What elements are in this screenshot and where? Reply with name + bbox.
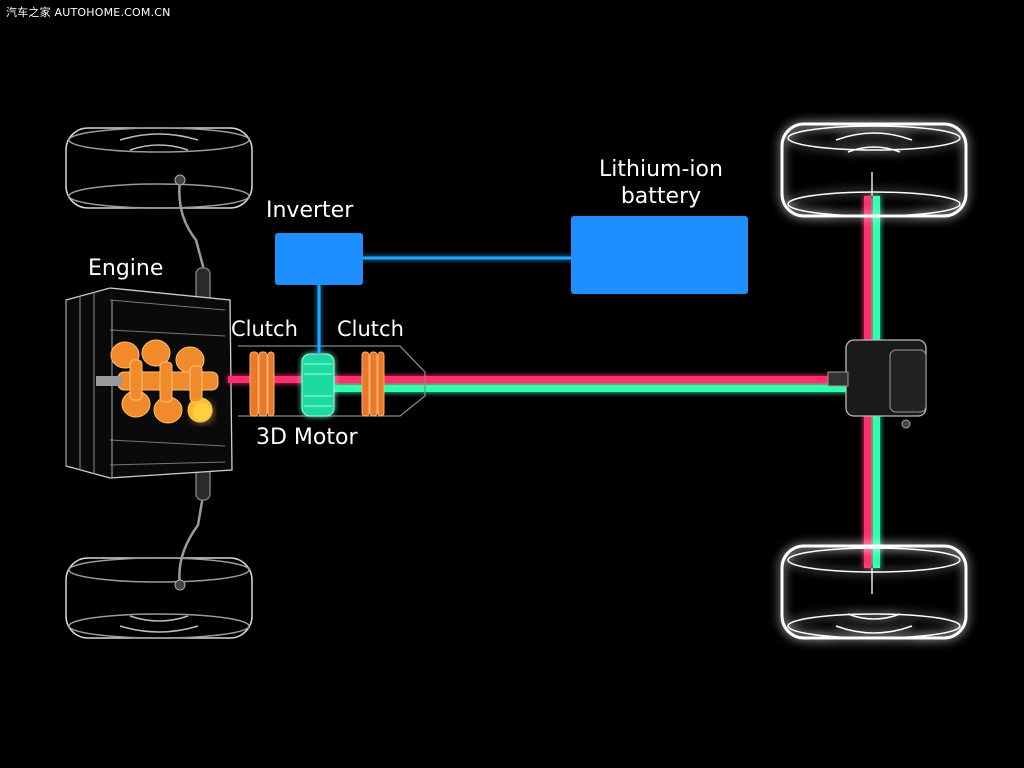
watermark-site-url: AUTOHOME.COM.CN — [54, 6, 171, 19]
differential-icon — [827, 339, 927, 429]
drive-shaft — [228, 376, 856, 392]
watermark-site-name: 汽车之家 — [6, 6, 51, 19]
inverter-block — [275, 233, 363, 285]
wheel-icon — [65, 557, 253, 639]
clutch-front — [249, 351, 275, 417]
wheel-rear-left — [65, 557, 253, 639]
wheel-icon — [65, 127, 253, 209]
electric-motor-icon — [301, 353, 335, 417]
clutch-front-label: Clutch — [231, 317, 298, 341]
battery-block — [571, 216, 748, 294]
steering-link-left-bottom — [178, 489, 206, 586]
clutch-disc-icon — [249, 351, 275, 417]
site-watermark: 汽车之家 AUTOHOME.COM.CN — [6, 4, 171, 20]
clutch-rear-label: Clutch — [337, 317, 404, 341]
electric-wiring — [317, 256, 572, 354]
inverter-label: Inverter — [266, 198, 354, 223]
engine-icon — [65, 287, 233, 479]
battery-label: Lithium-ion battery — [599, 157, 723, 209]
clutch-disc-icon — [361, 351, 385, 417]
wheel-rear-right — [780, 544, 968, 640]
wheel-front-left — [65, 127, 253, 209]
steering-link-left-top — [178, 179, 206, 271]
motor-label: 3D Motor — [256, 425, 358, 450]
wheel-front-right — [780, 122, 968, 218]
engine-spark — [193, 403, 211, 421]
engine-label: Engine — [88, 256, 164, 281]
motor-3d — [301, 353, 335, 417]
clutch-rear — [361, 351, 385, 417]
